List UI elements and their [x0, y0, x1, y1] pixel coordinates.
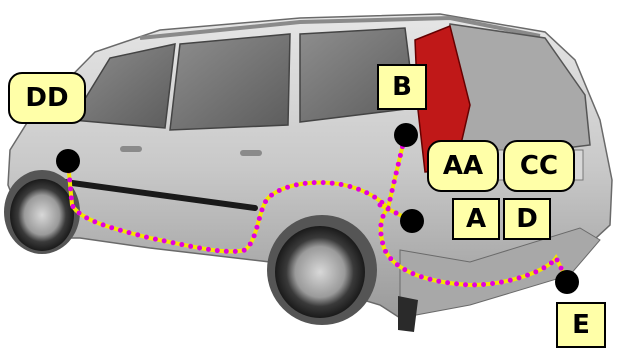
- label-aa: AA: [427, 140, 499, 192]
- mud-flap: [398, 296, 418, 332]
- wire-branch-b-magenta: [385, 133, 408, 211]
- front-wheel: [10, 179, 74, 251]
- door-handle-rear: [240, 150, 262, 156]
- label-d: D: [503, 198, 551, 240]
- middle-window: [169, 33, 291, 131]
- rear-wheel: [275, 226, 365, 318]
- label-e: E: [556, 302, 606, 348]
- label-b: B: [377, 64, 427, 110]
- front-window: [70, 43, 176, 129]
- label-a: A: [452, 198, 500, 240]
- label-dd: DD: [8, 72, 86, 124]
- connector-e: [555, 270, 579, 294]
- connector-b: [394, 123, 418, 147]
- connector-a: [400, 209, 424, 233]
- wire-harness-route-yellow: [66, 161, 570, 288]
- connector-dd: [56, 149, 80, 173]
- door-handle-front: [120, 146, 142, 152]
- roof-rail: [139, 15, 541, 40]
- side-trim: [62, 179, 258, 211]
- label-cc: CC: [503, 140, 575, 192]
